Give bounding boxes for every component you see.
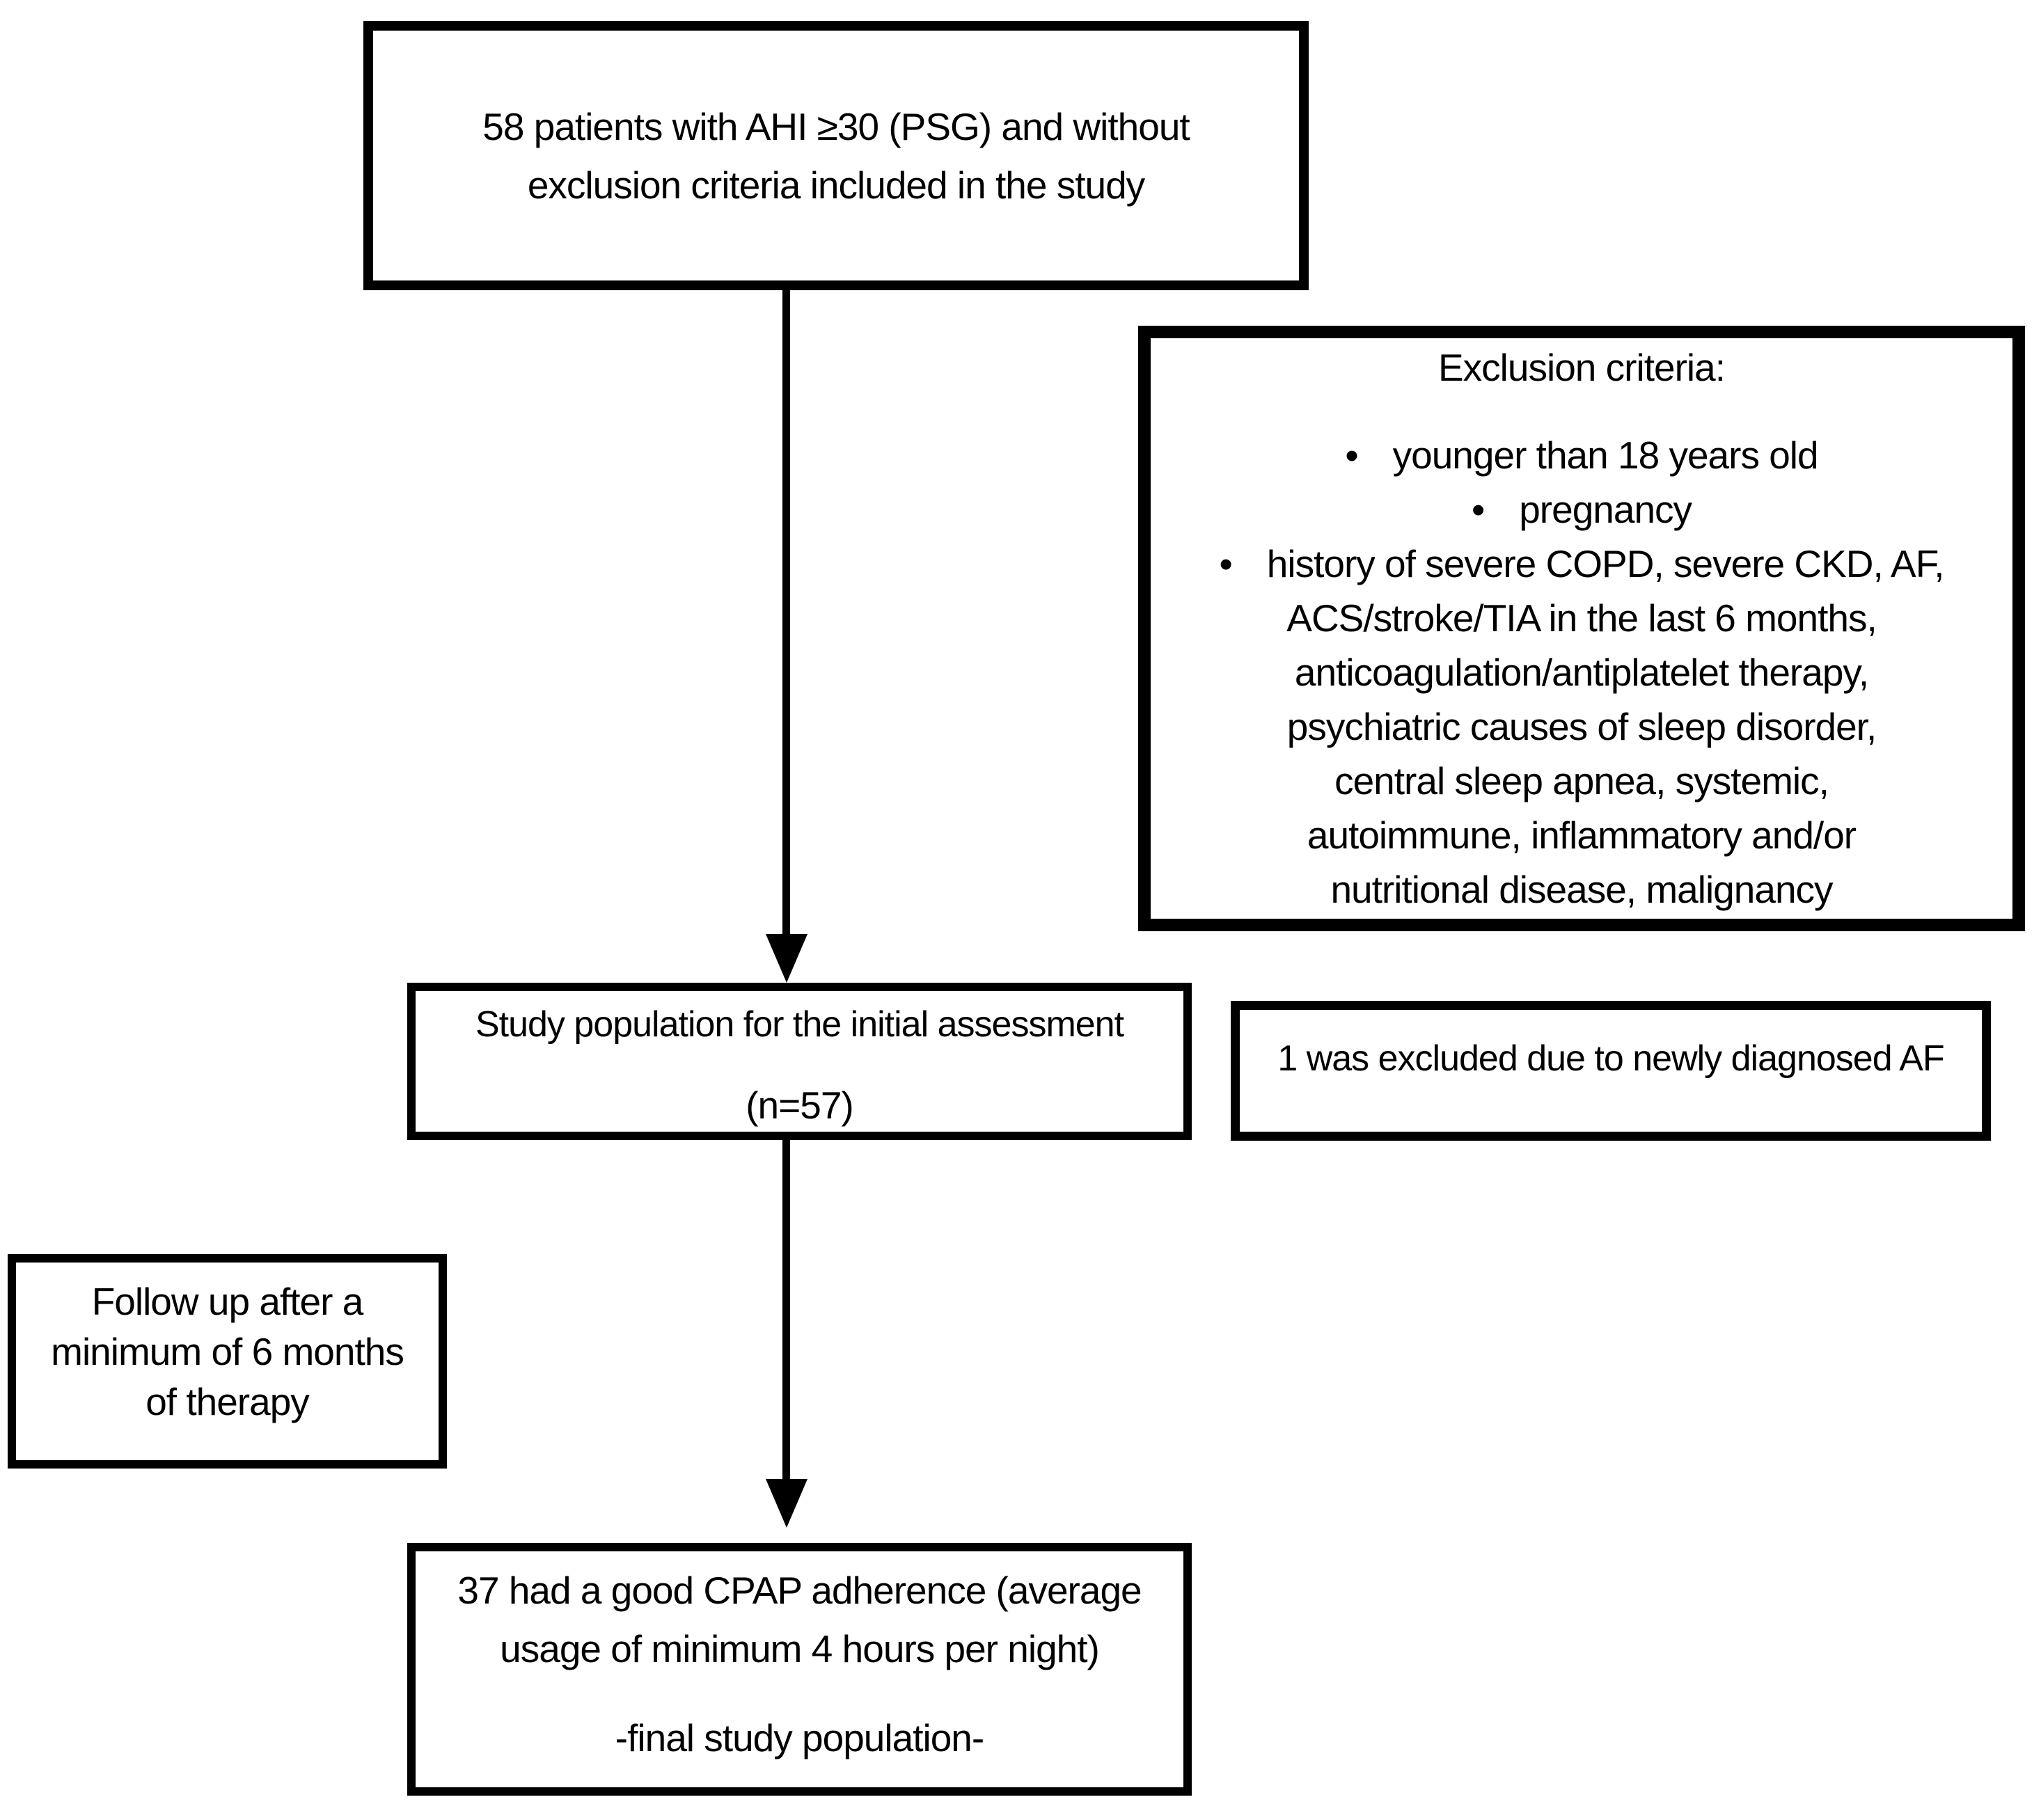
flow-arrow-top-arrowhead-icon [766,934,807,983]
exclusion-item-age: • younger than 18 years old [1151,428,2012,482]
exclusion-item-text: history of severe COPD, severe CKD, AF, [1266,542,1945,585]
exclusion-item-pregnancy: • pregnancy [1151,482,2012,537]
final-population-footer: -final study population- [615,1716,984,1759]
study-population-text: Study population for the initial assessm… [475,1004,1124,1045]
exclusion-criteria-title: Exclusion criteria: [1438,346,1726,389]
flow-arrow-bottom-arrowhead-icon [766,1479,807,1528]
bullet-marker: • [1471,488,1485,531]
initial-population-text: 58 patients with AHI ≥30 (PSG) and witho… [482,104,1190,207]
flow-arrow-bottom-shaft [782,1140,790,1479]
bullet-marker: • [1345,434,1358,477]
excluded-af-box: 1 was excluded due to newly diagnosed AF [1231,1001,1991,1141]
exclusion-item-text: pregnancy [1519,488,1692,531]
excluded-af-text: 1 was excluded due to newly diagnosed AF [1277,1038,1944,1079]
exclusion-item-continuation: ACS/stroke/TIA in the last 6 months,anti… [1286,596,1877,911]
bullet-marker: • [1219,542,1233,585]
initial-population-box: 58 patients with AHI ≥30 (PSG) and witho… [363,21,1309,290]
study-population-box: Study population for the initial assessm… [407,983,1192,1140]
exclusion-item-history: • history of severe COPD, severe CKD, AF… [1151,537,2012,917]
exclusion-item-text: younger than 18 years old [1392,434,1819,477]
flow-arrow-top-shaft [782,290,790,934]
exclusion-criteria-list: • younger than 18 years old • pregnancy … [1151,428,2012,917]
exclusion-criteria-box: Exclusion criteria: • younger than 18 ye… [1138,326,2025,931]
study-population-count: (n=57) [746,1084,854,1127]
